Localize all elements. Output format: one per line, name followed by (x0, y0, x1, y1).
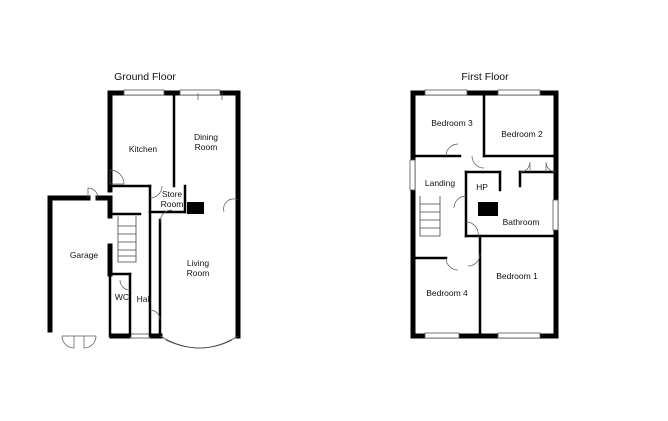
first-floor-interior-walls (411, 91, 558, 338)
first-floor-windows (409, 89, 559, 339)
room-label-hall: Hall (137, 294, 152, 304)
ground-floor-interior-walls (108, 91, 187, 338)
first-floor-title: First Floor (461, 71, 509, 83)
room-label-line: Room (187, 268, 210, 278)
room-label-line: Store (162, 189, 183, 199)
room-label-bedroom-3: Bedroom 3 (431, 118, 473, 128)
room-label-line: Dining (194, 132, 218, 142)
ground-floor-doors (61, 93, 239, 349)
chimney-breast-icon (187, 202, 204, 214)
ground-floor-stairs-icon (117, 216, 137, 263)
room-label-wc: WC (115, 292, 129, 302)
airing-cupboard-icon (478, 202, 498, 216)
first-floor-stairs-icon (419, 196, 441, 237)
room-label-hp: HP (476, 182, 488, 192)
room-label-garage: Garage (70, 250, 99, 260)
room-label-line: Room (161, 199, 184, 209)
ground-floor-plan: Ground Floor (47, 71, 241, 349)
room-label-bedroom-2: Bedroom 2 (501, 129, 543, 139)
room-label-line: Living (187, 258, 209, 268)
room-label-bedroom-1: Bedroom 1 (496, 271, 538, 281)
first-floor-plan: First Floor (409, 71, 559, 339)
first-floor-room-labels: Bedroom 3 Bedroom 2 Landing HP Bathroom … (425, 118, 543, 298)
ground-floor-title: Ground Floor (114, 71, 176, 83)
room-label-kitchen: Kitchen (129, 144, 158, 154)
room-label-landing: Landing (425, 178, 456, 188)
room-label-bathroom: Bathroom (503, 217, 540, 227)
room-label-bedroom-4: Bedroom 4 (426, 288, 468, 298)
first-floor-doors (445, 143, 557, 271)
room-label-line: Room (195, 142, 218, 152)
